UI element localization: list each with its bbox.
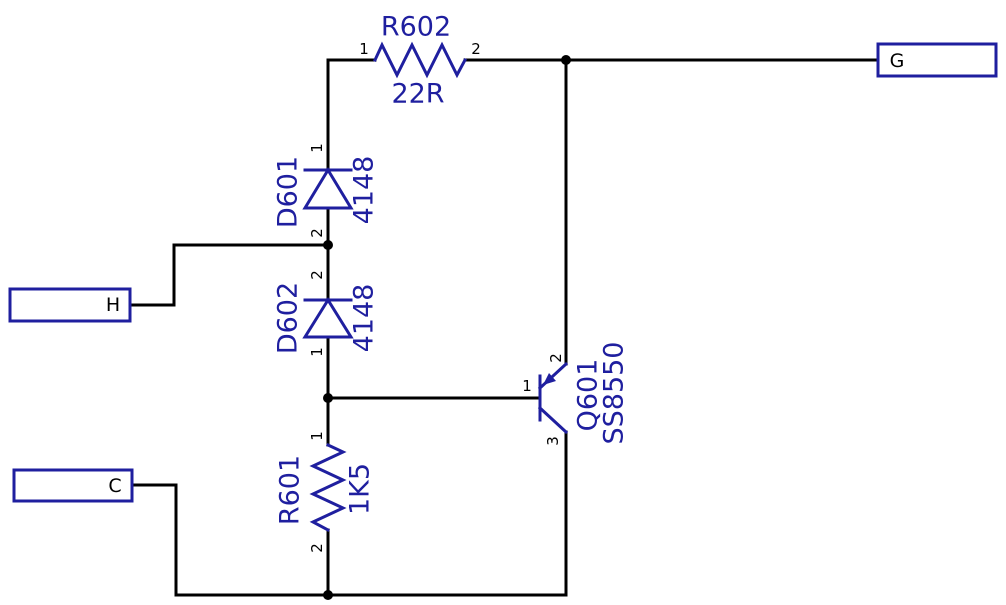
r601-ref: R601 bbox=[275, 455, 306, 525]
wires bbox=[128, 58, 880, 597]
port-h-label: H bbox=[106, 294, 120, 316]
d602-ref: D602 bbox=[273, 282, 304, 354]
d601-pin2: 2 bbox=[308, 228, 326, 238]
junction-dot bbox=[323, 393, 333, 403]
r601-pin1: 1 bbox=[308, 431, 326, 441]
port-c: C bbox=[12, 468, 134, 503]
diode-d602: D602 4148 2 1 bbox=[273, 270, 380, 357]
port-c-box bbox=[12, 468, 134, 503]
resistor-r601: R601 1K5 1 2 bbox=[275, 431, 376, 553]
junction-dot bbox=[561, 55, 571, 65]
transistor-q601: Q601 SS8550 1 2 3 bbox=[522, 342, 629, 446]
port-g-box bbox=[876, 42, 998, 78]
port-h: H bbox=[8, 287, 132, 323]
port-h-box bbox=[8, 287, 132, 323]
junction-dot bbox=[323, 590, 333, 600]
wire-h-net bbox=[128, 243, 330, 307]
d602-pin1: 1 bbox=[308, 347, 326, 357]
d602-value: 4148 bbox=[349, 284, 380, 353]
diode-d602-symbol bbox=[302, 297, 354, 339]
diode-d601-symbol bbox=[302, 167, 354, 210]
resistor-r602: R602 22R 1 2 bbox=[359, 12, 481, 110]
r601-pin2: 2 bbox=[308, 543, 326, 553]
q601-ref: Q601 bbox=[573, 359, 604, 432]
port-c-label: C bbox=[108, 475, 121, 497]
port-g: G bbox=[876, 42, 998, 78]
r602-pin2: 2 bbox=[471, 40, 481, 58]
d601-ref: D601 bbox=[273, 156, 304, 228]
r602-pin1: 1 bbox=[359, 40, 369, 58]
q601-pin3: 3 bbox=[544, 436, 562, 446]
wire-c-net bbox=[130, 483, 568, 597]
d601-value: 4148 bbox=[349, 156, 380, 225]
q601-collector-lead bbox=[537, 405, 569, 435]
resistor-r601-symbol bbox=[309, 443, 347, 533]
port-g-label: G bbox=[890, 50, 905, 72]
q601-emitter-arrow-icon bbox=[543, 373, 556, 385]
diode-d601: D601 4148 1 2 bbox=[273, 143, 380, 238]
q601-pin2: 2 bbox=[547, 353, 565, 363]
d602-pin2: 2 bbox=[308, 270, 326, 280]
resistor-r602-symbol bbox=[373, 41, 468, 79]
r602-value: 22R bbox=[391, 79, 444, 110]
r602-ref: R602 bbox=[381, 12, 451, 43]
r601-value: 1K5 bbox=[345, 463, 376, 515]
q601-pin1: 1 bbox=[522, 377, 532, 395]
d601-pin1: 1 bbox=[308, 143, 326, 153]
q601-value: SS8550 bbox=[599, 342, 630, 445]
junctions bbox=[323, 55, 571, 600]
junction-dot bbox=[323, 240, 333, 250]
